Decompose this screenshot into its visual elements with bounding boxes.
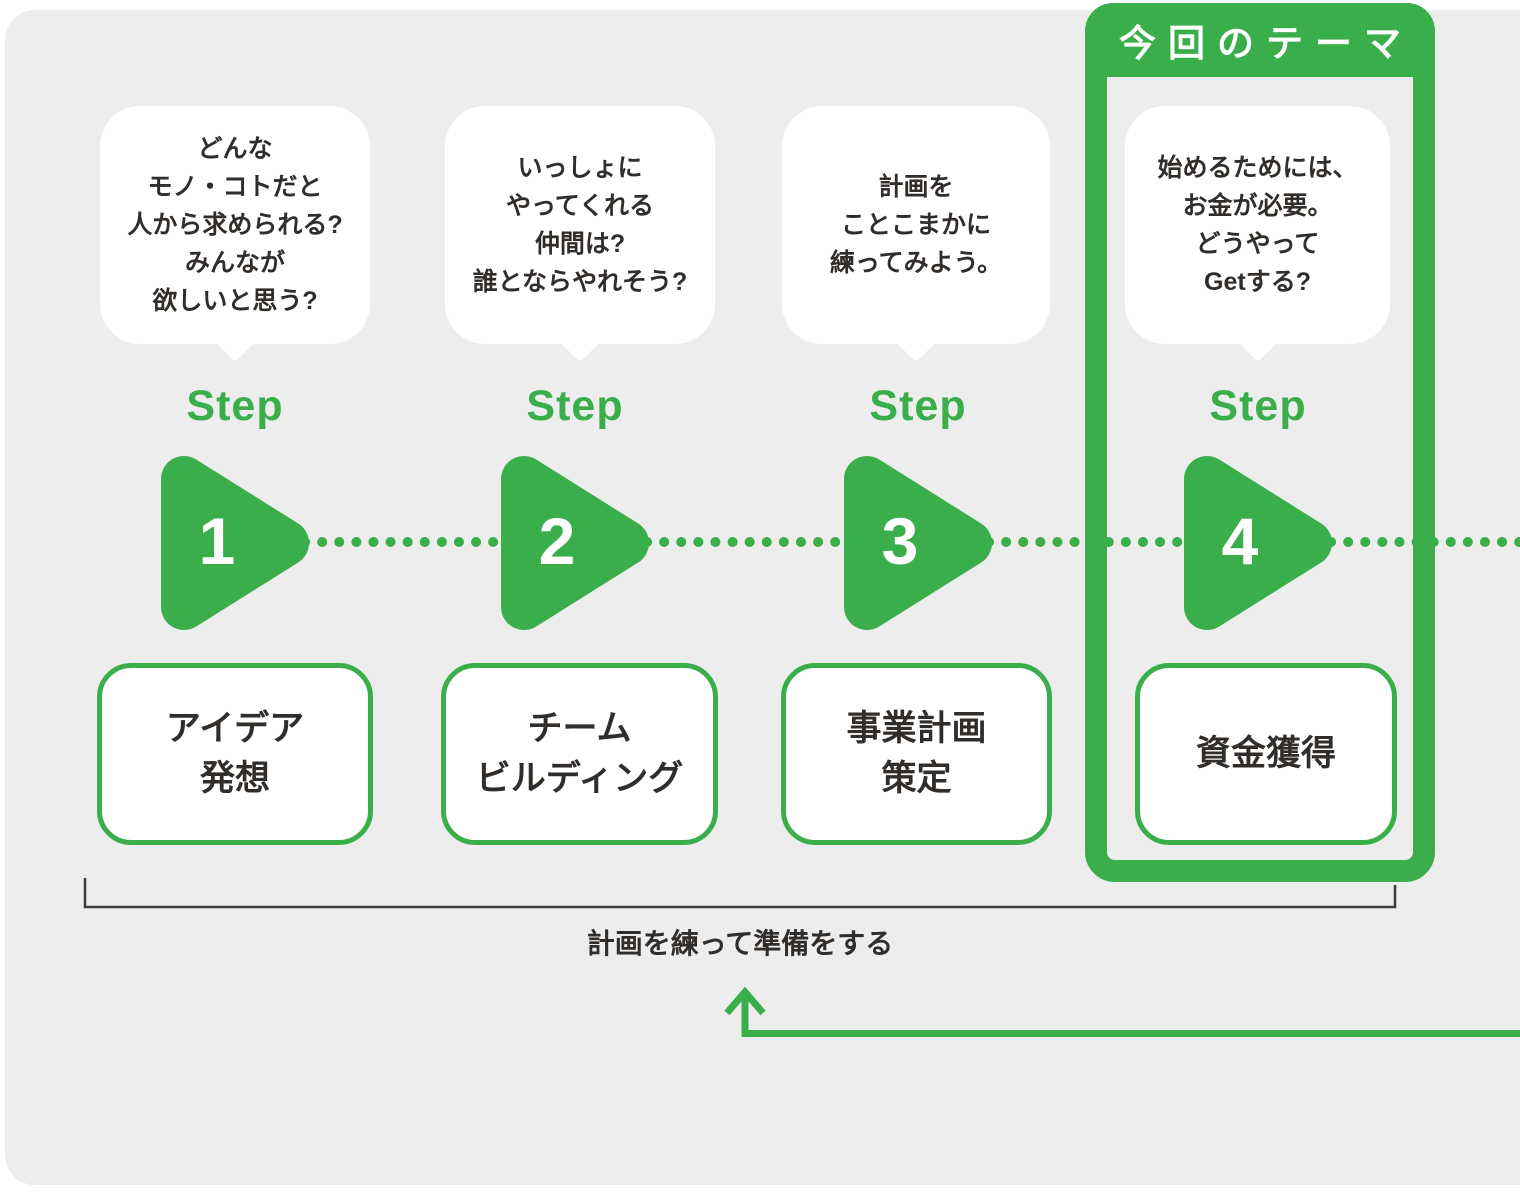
bubble-text: どんな モノ・コトだと 人から求められる? みんなが 欲しいと思う? — [127, 135, 343, 315]
step-number-3: 3 — [881, 504, 919, 578]
speech-bubble-step1: どんな モノ・コトだと 人から求められる? みんなが 欲しいと思う? — [100, 106, 370, 363]
step-box-label: 資金獲得 — [1195, 734, 1336, 773]
speech-bubble-step2: いっしょに やってくれる 仲間は? 誰とならやれそう? — [445, 106, 715, 363]
step-box-team-building: チーム ビルディング — [441, 663, 718, 845]
bubble-text: いっしょに やってくれる 仲間は? 誰とならやれそう? — [472, 154, 688, 296]
step-number-4: 4 — [1221, 504, 1259, 578]
bubble-text: 始めるためには、 お金が必要。 どうやって Getする? — [1157, 154, 1358, 296]
speech-bubble-step3: 計画を ことこまかに 練ってみよう。 — [782, 106, 1050, 363]
step-box-idea: アイデア 発想 — [97, 663, 373, 845]
step-word-4: Step — [1209, 382, 1307, 430]
step-number-1: 1 — [198, 504, 236, 578]
speech-bubble-step4: 始めるためには、 お金が必要。 どうやって Getする? — [1125, 106, 1390, 363]
step-word-2: Step — [526, 382, 624, 430]
step-box-label: チーム ビルディング — [475, 709, 684, 798]
step-box-business-plan: 事業計画 策定 — [781, 663, 1052, 845]
step-box-label: 事業計画 策定 — [846, 709, 987, 798]
bracket-caption: 計画を練って準備をする — [586, 928, 894, 959]
step-box-label: アイデア 発想 — [165, 709, 305, 798]
bubble-text: 計画を ことこまかに 練ってみよう。 — [829, 173, 1003, 277]
step-word-1: Step — [186, 382, 284, 430]
current-theme-label: 今回のテーマ — [1119, 23, 1413, 64]
current-theme-tab: 今回のテーマ — [1085, 3, 1435, 77]
step-word-3: Step — [869, 382, 967, 430]
step-number-2: 2 — [538, 504, 576, 578]
step-box-funding: 資金獲得 — [1135, 663, 1397, 845]
